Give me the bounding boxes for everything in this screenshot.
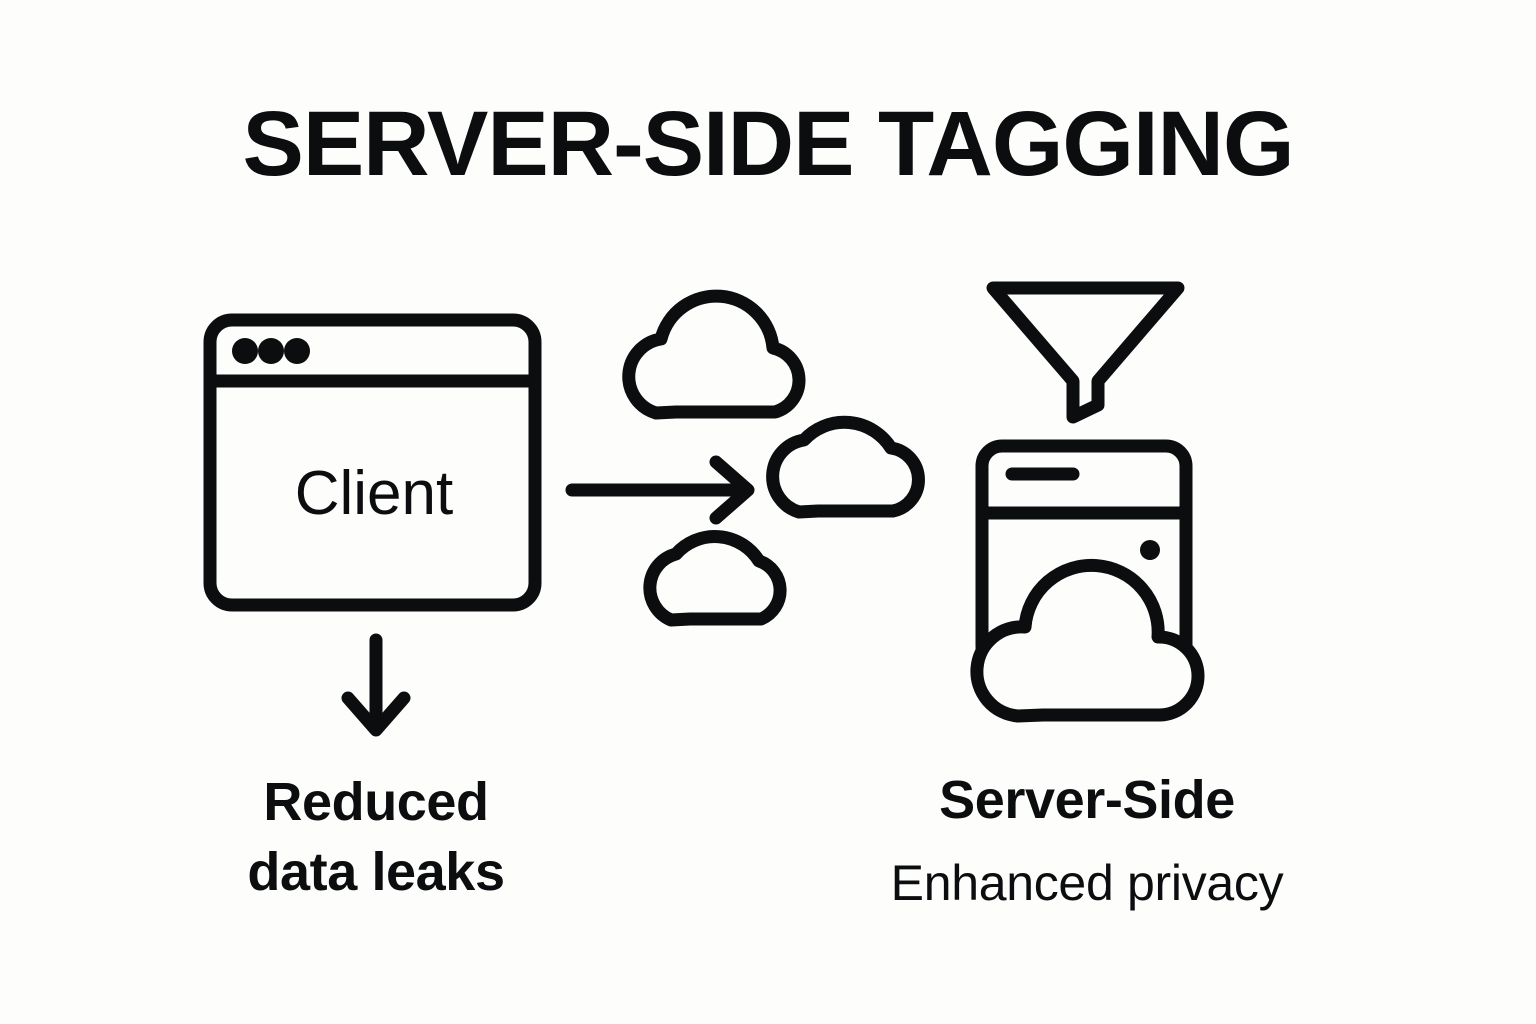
cloud-top — [622, 289, 806, 420]
server-status-dot-icon — [1140, 540, 1160, 560]
diagram-title: SERVER-SIDE TAGGING — [242, 93, 1293, 195]
client-label: Client — [295, 459, 454, 528]
window-dot-1-icon — [232, 338, 258, 364]
browser-window-icon — [203, 313, 542, 612]
cloud-bottom — [643, 530, 787, 627]
arrow-down — [341, 633, 411, 737]
window-dot-2-icon — [258, 338, 284, 364]
reduced-caption-line2: data leaks — [247, 842, 504, 902]
server-side-title: Server-Side — [939, 770, 1235, 830]
cloud-middle-shape — [766, 415, 925, 519]
funnel-filter-icon — [986, 281, 1185, 424]
client-browser-group: Client — [203, 313, 542, 612]
cloud-bottom-shape — [643, 530, 787, 627]
cloud-overlay-icon — [970, 558, 1205, 723]
cloud-middle — [766, 415, 925, 519]
window-dot-3-icon — [284, 338, 310, 364]
server-side-subtitle: Enhanced privacy — [891, 855, 1284, 911]
arrow-down-head — [341, 691, 411, 737]
cloud-top-shape — [622, 289, 806, 420]
server-side-group — [970, 281, 1205, 723]
arrow-right-head — [709, 455, 755, 525]
reduced-caption-line1: Reduced — [263, 772, 488, 832]
arrow-right — [565, 455, 755, 525]
